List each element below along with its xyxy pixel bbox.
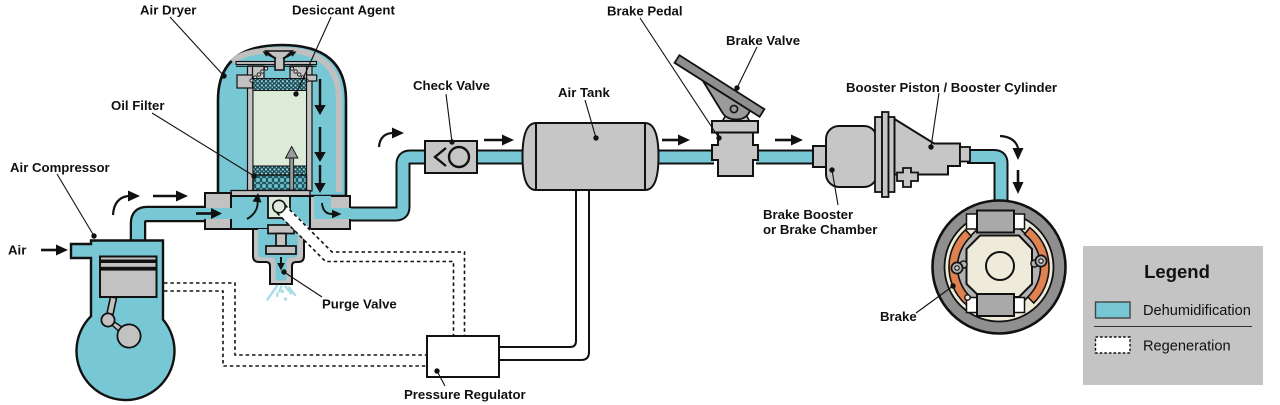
svg-text:Legend: Legend	[1144, 261, 1210, 282]
svg-text:or Brake Chamber: or Brake Chamber	[763, 222, 877, 237]
svg-text:Booster Piston / Booster Cylin: Booster Piston / Booster Cylinder	[846, 80, 1057, 95]
svg-text:Air Compressor: Air Compressor	[10, 160, 110, 175]
svg-text:Air: Air	[8, 243, 26, 258]
svg-text:Brake Valve: Brake Valve	[726, 33, 800, 48]
svg-text:Brake Booster: Brake Booster	[763, 207, 853, 222]
svg-text:Air Tank: Air Tank	[558, 85, 610, 100]
svg-text:Pressure Regulator: Pressure Regulator	[404, 387, 526, 402]
svg-text:Regeneration: Regeneration	[1143, 339, 1231, 355]
svg-text:Desiccant Agent: Desiccant Agent	[292, 3, 395, 18]
svg-text:Brake Pedal: Brake Pedal	[607, 4, 683, 19]
svg-text:Check Valve: Check Valve	[413, 78, 490, 93]
svg-text:Air Dryer: Air Dryer	[140, 3, 196, 18]
svg-text:Purge Valve: Purge Valve	[322, 297, 397, 312]
svg-text:Brake: Brake	[880, 309, 917, 324]
svg-text:Oil Filter: Oil Filter	[111, 98, 165, 113]
svg-text:Dehumidification: Dehumidification	[1143, 303, 1251, 319]
